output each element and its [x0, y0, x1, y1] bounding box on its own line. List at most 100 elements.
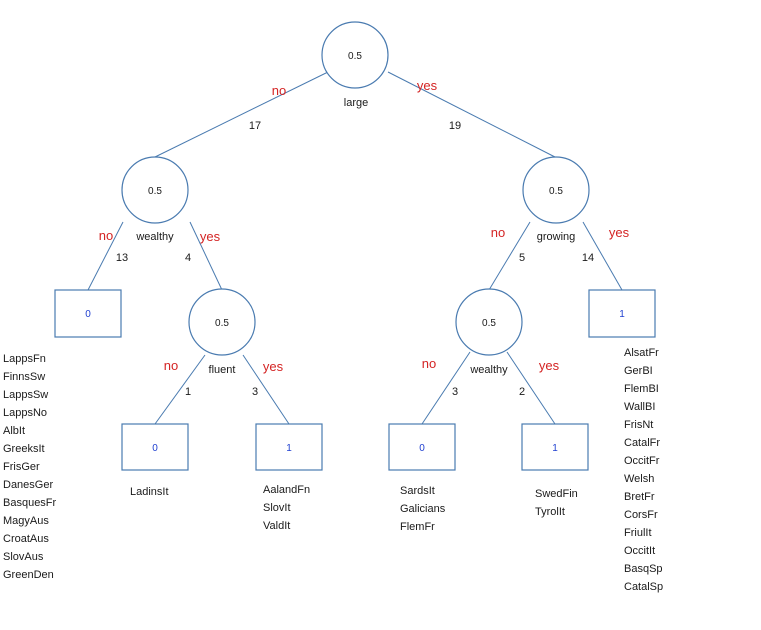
member-item: DanesGer: [3, 479, 53, 491]
fluent-leaf-no: [121, 423, 189, 471]
left-no-label: no: [99, 228, 113, 243]
member-item: LadinsIt: [130, 486, 169, 498]
member-item: FinnsSw: [3, 371, 45, 383]
root-yes-label: yes: [417, 78, 438, 93]
fluent-leaf-no-value: 0: [152, 443, 158, 454]
member-item: GerBI: [624, 365, 653, 377]
member-item: ValdIt: [263, 520, 290, 532]
wealthy2-attribute-label: wealthy: [469, 364, 508, 376]
member-item: MagyAus: [3, 515, 49, 527]
left-yes-label: yes: [200, 229, 221, 244]
root-no-label: no: [272, 83, 286, 98]
right-leaf-yes: [588, 289, 656, 338]
edge-wealthy2-yes: [506, 351, 556, 425]
fluent-leaf-yes: [255, 423, 323, 471]
edge-fluent-no: [154, 354, 206, 425]
member-item: CatalSp: [624, 581, 663, 593]
edge-left-no: [87, 221, 124, 291]
member-item: OccitFr: [624, 455, 660, 467]
wealthy2-node: [455, 288, 523, 356]
fluent-yes-label: yes: [263, 359, 284, 374]
edge-right-no: [488, 221, 531, 291]
wealthy2-leaf-no-value: 0: [419, 443, 425, 454]
edge-right-yes: [582, 221, 623, 291]
right-leaf-yes-value: 1: [619, 309, 625, 320]
member-item: SlovAus: [3, 551, 44, 563]
member-item: WallBI: [624, 401, 655, 413]
wealthy2-yes-count: 2: [519, 386, 525, 398]
edge-left-yes: [189, 221, 223, 291]
left-leaf-no-members: LappsFnFinnsSwLappsSwLappsNoAlbItGreeksI…: [3, 353, 57, 581]
wealthy2-node-value: 0.5: [482, 318, 496, 329]
wealthy2-leaf-yes: [521, 423, 589, 471]
edge-root-no: [154, 71, 329, 158]
left-node-value: 0.5: [148, 186, 162, 197]
member-item: LappsSw: [3, 389, 48, 401]
member-item: SwedFin: [535, 488, 578, 500]
root-node: [321, 21, 389, 89]
fluent-yes-count: 3: [252, 386, 258, 398]
member-item: BasqSp: [624, 563, 663, 575]
left-node: [121, 156, 189, 224]
fluent-node-value: 0.5: [215, 318, 229, 329]
fluent-leaf-yes-value: 1: [286, 443, 292, 454]
member-item: AlsatFr: [624, 347, 659, 359]
member-item: BretFr: [624, 491, 655, 503]
member-item: CatalFr: [624, 437, 660, 449]
left-yes-count: 4: [185, 252, 191, 264]
wealthy2-no-count: 3: [452, 386, 458, 398]
member-item: SardsIt: [400, 485, 435, 497]
right-node: [522, 156, 590, 224]
member-item: Galicians: [400, 503, 446, 515]
wealthy2-yes-label: yes: [539, 358, 560, 373]
member-item: GreenDen: [3, 569, 54, 581]
right-node-value: 0.5: [549, 186, 563, 197]
right-no-label: no: [491, 225, 505, 240]
member-item: GreeksIt: [3, 443, 45, 455]
member-item: FrisGer: [3, 461, 40, 473]
member-item: Welsh: [624, 473, 654, 485]
right-yes-count: 14: [582, 252, 594, 264]
member-item: FlemFr: [400, 521, 435, 533]
fluent-no-label: no: [164, 358, 178, 373]
fluent-leaf-no-members: LadinsIt: [130, 486, 169, 498]
member-item: TyrolIt: [535, 506, 565, 518]
right-attribute-label: growing: [537, 231, 576, 243]
edge-wealthy2-no: [421, 351, 471, 425]
member-item: AlbIt: [3, 425, 25, 437]
right-no-count: 5: [519, 252, 525, 264]
member-item: CorsFr: [624, 509, 658, 521]
member-item: FrisNt: [624, 419, 653, 431]
right-yes-label: yes: [609, 225, 630, 240]
member-item: BasquesFr: [3, 497, 57, 509]
member-item: CroatAus: [3, 533, 49, 545]
wealthy2-leaf-yes-value: 1: [552, 443, 558, 454]
member-item: SlovIt: [263, 502, 291, 514]
wealthy2-leaf-no: [388, 423, 456, 471]
left-no-count: 13: [116, 252, 128, 264]
member-item: FlemBI: [624, 383, 659, 395]
left-leaf-no-value: 0: [85, 309, 91, 320]
root-attribute-label: large: [344, 97, 368, 109]
fluent-node: [188, 288, 256, 356]
member-item: FriulIt: [624, 527, 652, 539]
root-yes-count: 19: [449, 120, 461, 132]
root-no-count: 17: [249, 120, 261, 132]
left-leaf-no: [54, 289, 122, 338]
left-attribute-label: wealthy: [135, 231, 174, 243]
member-item: LappsFn: [3, 353, 46, 365]
fluent-no-count: 1: [185, 386, 191, 398]
member-item: LappsNo: [3, 407, 47, 419]
edge-fluent-yes: [242, 354, 290, 425]
fluent-attribute-label: fluent: [209, 364, 236, 376]
wealthy2-no-label: no: [422, 356, 436, 371]
edge-root-yes: [387, 71, 556, 158]
member-item: OccitIt: [624, 545, 655, 557]
member-item: AalandFn: [263, 484, 310, 496]
root-node-value: 0.5: [348, 51, 362, 62]
